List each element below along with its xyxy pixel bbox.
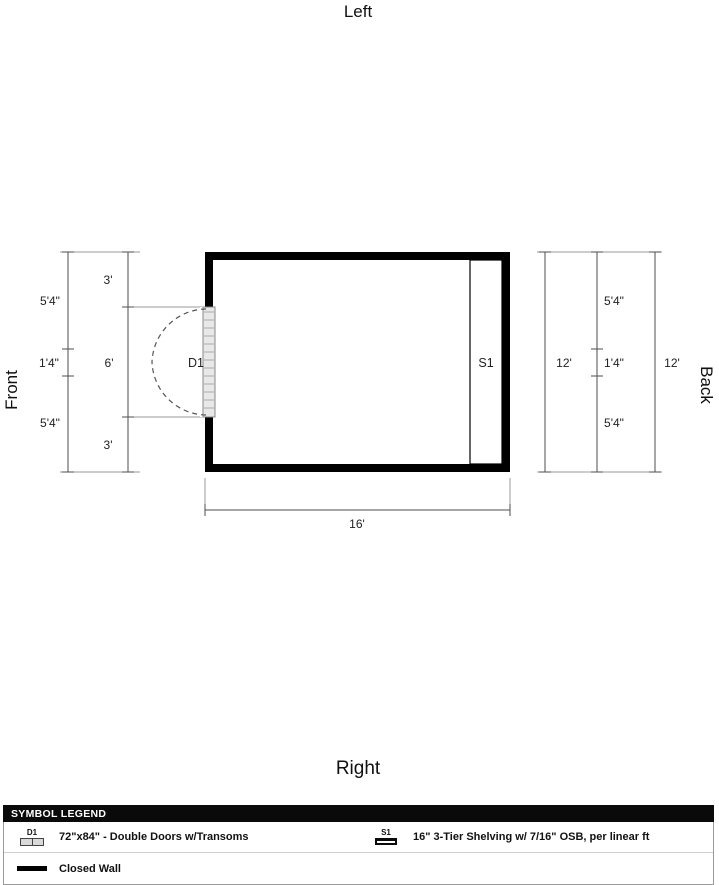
extension-lines (60, 251, 662, 514)
closed-wall-glyph (17, 866, 47, 871)
dim-left-inner-bottom: 3' (103, 438, 113, 452)
floor-plan-drawing (60, 251, 662, 516)
orientation-label-bottom: Right (335, 758, 381, 779)
double-door-icon-label: D1 (26, 827, 38, 837)
orientation-label-top: Left (343, 2, 373, 21)
dim-right-door-mid: 1'4" (604, 356, 624, 370)
dim-right-door-bottom: 5'4" (604, 416, 624, 430)
dim-right-door-top: 5'4" (604, 294, 624, 308)
dim-left-outer-bottom: 5'4" (40, 416, 60, 430)
door-d1-label: D1 (188, 356, 204, 370)
shelving-icon: S1 (372, 829, 400, 845)
legend-item-d1-description: 72"x84" - Double Doors w/Transoms (59, 831, 249, 843)
legend-body: D1 72"x84" - Double Doors w/Transoms S1 … (3, 822, 714, 885)
dim-bottom-total: 16' (349, 517, 365, 531)
legend-row-1: D1 72"x84" - Double Doors w/Transoms S1 … (4, 822, 713, 853)
closed-wall-outline (205, 252, 510, 472)
legend-row-2: Closed Wall (4, 853, 713, 884)
dim-left-inner-top: 3' (103, 273, 113, 287)
legend-item-closed-wall: Closed Wall (17, 853, 121, 884)
legend-item-s1: S1 16" 3-Tier Shelving w/ 7/16" OSB, per… (372, 822, 649, 852)
dimension-lines (62, 251, 661, 516)
dim-right-inner-total: 12' (556, 356, 572, 370)
shelf-s1-label: S1 (478, 356, 494, 370)
shelving-glyph (375, 838, 397, 845)
dim-left-inner-mid: 6' (104, 356, 114, 370)
legend-item-closed-wall-description: Closed Wall (59, 862, 121, 875)
door-leaf (202, 306, 216, 418)
closed-wall-icon (17, 866, 47, 871)
symbol-legend: SYMBOL LEGEND D1 72"x84" - Double Doors … (3, 805, 714, 885)
door-swing-arcs (151, 308, 207, 416)
dim-left-outer-top: 5'4" (40, 294, 60, 308)
legend-title: SYMBOL LEGEND (3, 805, 714, 822)
shelf-s1-area (469, 259, 503, 465)
legend-item-d1: D1 72"x84" - Double Doors w/Transoms (18, 822, 249, 852)
legend-item-s1-description: 16" 3-Tier Shelving w/ 7/16" OSB, per li… (413, 831, 650, 843)
double-door-icon: D1 (18, 827, 46, 846)
double-door-glyph (20, 837, 44, 846)
dim-left-outer-mid: 1'4" (39, 356, 59, 370)
dim-right-outer-total: 12' (664, 356, 680, 370)
shelving-icon-label: S1 (381, 828, 391, 837)
